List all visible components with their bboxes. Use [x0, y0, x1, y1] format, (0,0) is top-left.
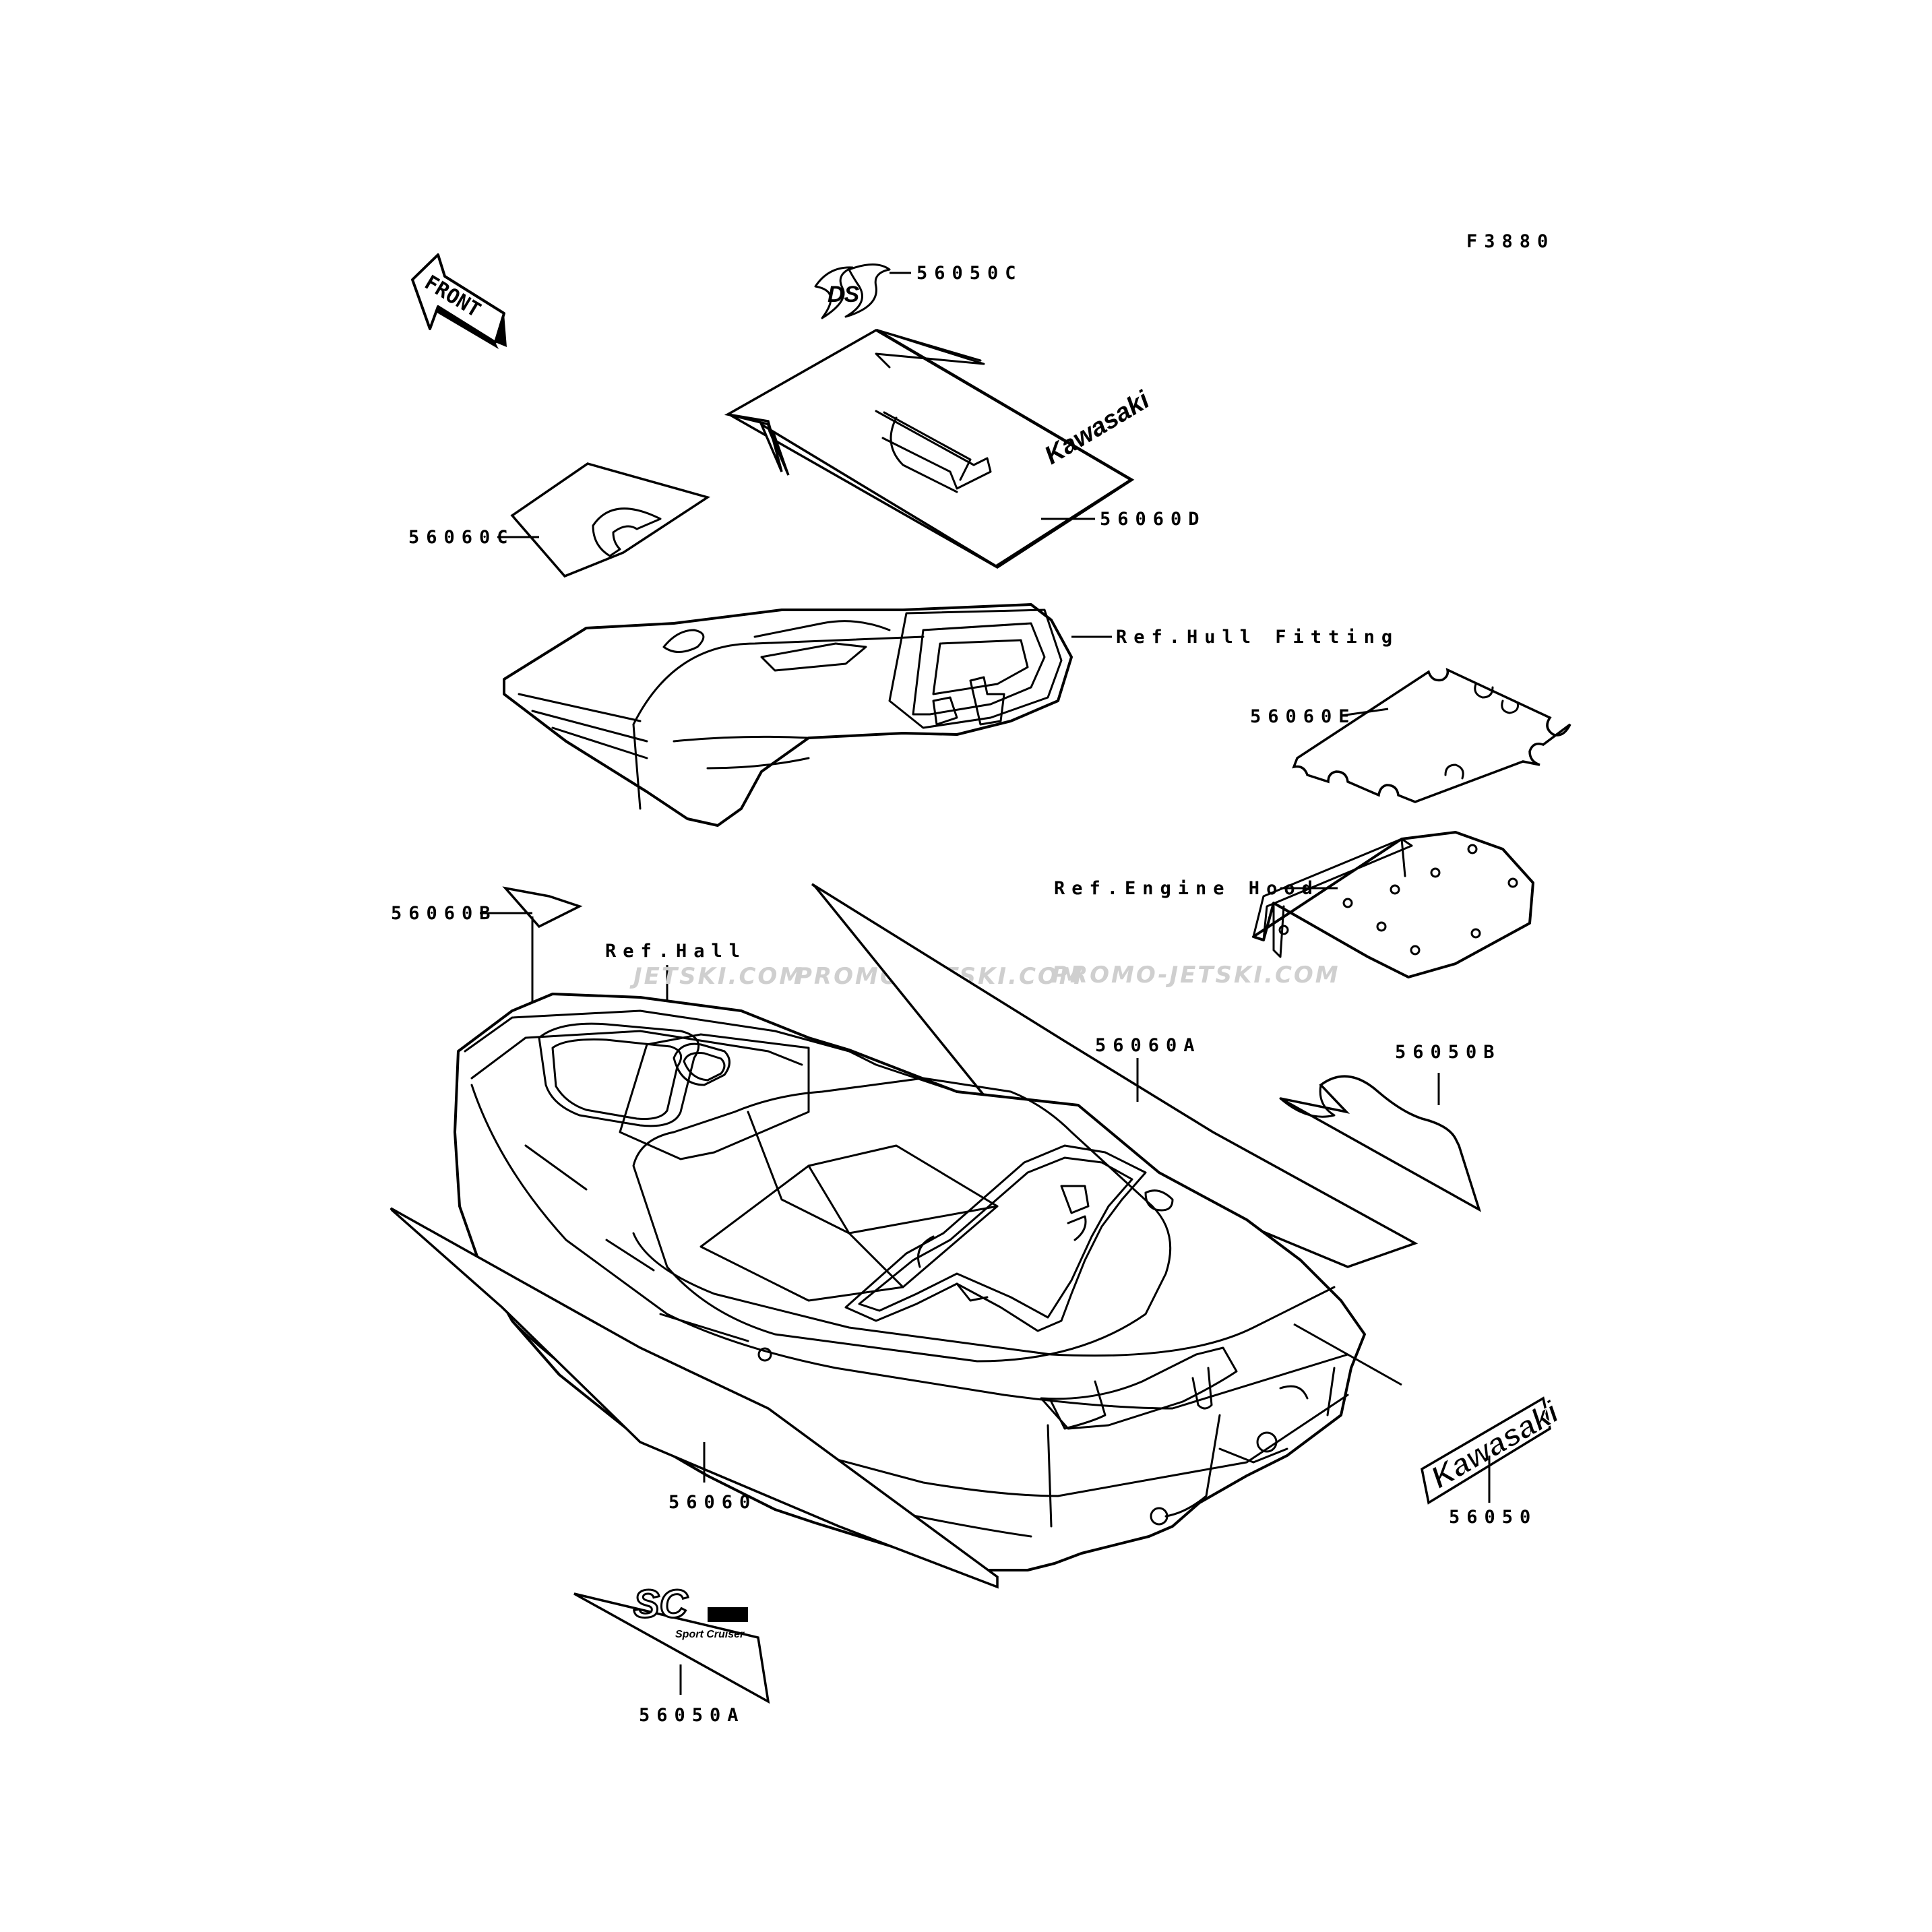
label-56060e: 56060E — [1250, 706, 1357, 727]
kawasaki-large-logo: Kawasaki — [1425, 1394, 1565, 1495]
decal-56060e — [1292, 667, 1571, 803]
sc-subtitle-text: Sport Cruiser — [675, 1629, 745, 1640]
label-56050b: 56050B — [1395, 1042, 1501, 1063]
label-56060a: 56060A — [1095, 1035, 1202, 1056]
watermark-1: JETSKI.COM — [629, 963, 804, 990]
leader-56060e — [1340, 708, 1389, 717]
label-56060d: 56060D — [1100, 509, 1206, 530]
decal-56060d: Kawasaki — [724, 328, 1155, 569]
figure-code: F3880 — [1466, 231, 1555, 252]
decal-56060b — [502, 886, 583, 929]
hull-part — [454, 993, 1366, 1571]
leader-56050-hull — [1293, 1323, 1402, 1386]
label-56060b: 56060B — [391, 903, 497, 924]
decal-56060a — [811, 883, 1419, 1268]
front-arrow-icon: FRONT — [411, 253, 507, 349]
decal-56060 — [389, 1207, 999, 1589]
label-56060c: 56060C — [408, 527, 515, 548]
kawasaki-small-logo: Kawasaki — [1040, 385, 1155, 470]
label-56050: 56050 — [1449, 1507, 1537, 1528]
label-ref-engine-hood: Ref.Engine Hood — [1054, 878, 1319, 899]
label-56050a: 56050A — [639, 1705, 745, 1726]
hull-fitting-part — [503, 603, 1073, 827]
decal-56050a: SC Sport Cruiser — [573, 1582, 770, 1704]
decal-56060c — [510, 462, 711, 578]
sc-logo-text: SC — [633, 1582, 689, 1626]
decal-56050c: DS — [814, 263, 891, 319]
label-56050c: 56050C — [916, 263, 1023, 284]
watermark-3: PROMO-JETSKI.COM — [1051, 962, 1340, 989]
ds-logo-text: DS — [828, 282, 860, 307]
label-ref-hall: Ref.Hall — [605, 941, 747, 962]
label-ref-hull-fitting: Ref.Hull Fitting — [1116, 627, 1399, 648]
decal-56050b — [1279, 1075, 1481, 1212]
engine-hood-part — [1252, 831, 1534, 978]
sc-badge — [708, 1607, 748, 1622]
label-56060: 56060 — [668, 1492, 757, 1513]
decal-56050: Kawasaki — [1421, 1393, 1565, 1505]
